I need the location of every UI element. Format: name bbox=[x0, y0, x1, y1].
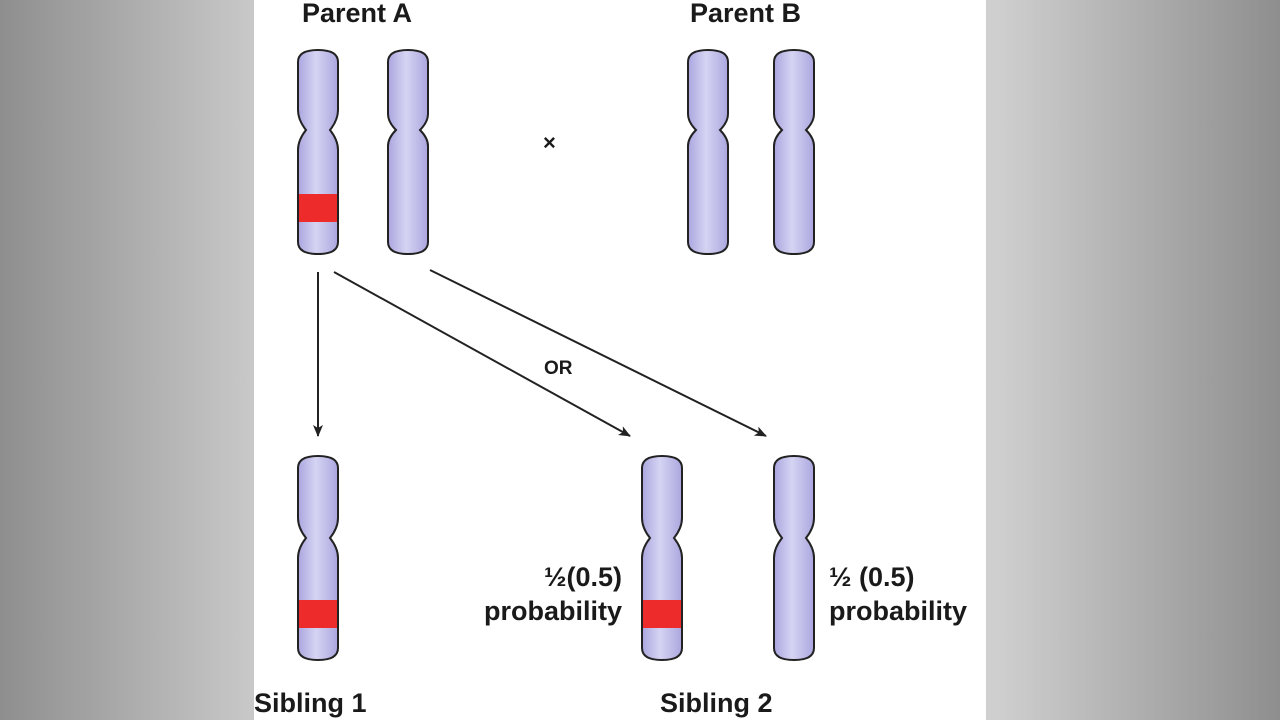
parent-a-label: Parent A bbox=[302, 0, 412, 28]
marked-allele-band bbox=[299, 194, 337, 222]
sibling-2-label: Sibling 2 bbox=[660, 688, 773, 718]
sibling-2-chromosome-unmarked bbox=[773, 454, 815, 662]
arrow-to-sibling-2-marked bbox=[333, 271, 631, 437]
probability-right-line-2: probability bbox=[829, 596, 967, 626]
parent-b-label: Parent B bbox=[690, 0, 801, 28]
cross-symbol: × bbox=[543, 130, 556, 155]
probability-left-line-1: ½(0.5) bbox=[544, 562, 622, 592]
sibling-1-label: Sibling 1 bbox=[254, 688, 367, 718]
parent-b-chromosome-1 bbox=[687, 48, 729, 256]
probability-left-line-2: probability bbox=[484, 596, 622, 626]
parent-a-chromosome-1 bbox=[297, 48, 339, 256]
marked-allele-band bbox=[299, 600, 337, 628]
marked-allele-band bbox=[643, 600, 681, 628]
parent-a-chromosome-2 bbox=[387, 48, 429, 256]
probability-right-line-1: ½ (0.5) bbox=[829, 562, 915, 592]
arrow-to-sibling-2-unmarked bbox=[429, 269, 767, 437]
parent-b-chromosome-2 bbox=[773, 48, 815, 256]
diagram-slide: Parent A Parent B × OR bbox=[254, 0, 986, 720]
inheritance-diagram: Parent A Parent B × OR bbox=[254, 0, 967, 718]
or-label: OR bbox=[544, 358, 573, 379]
sibling-2-chromosome-marked bbox=[641, 454, 683, 662]
sibling-1-chromosome bbox=[297, 454, 339, 662]
